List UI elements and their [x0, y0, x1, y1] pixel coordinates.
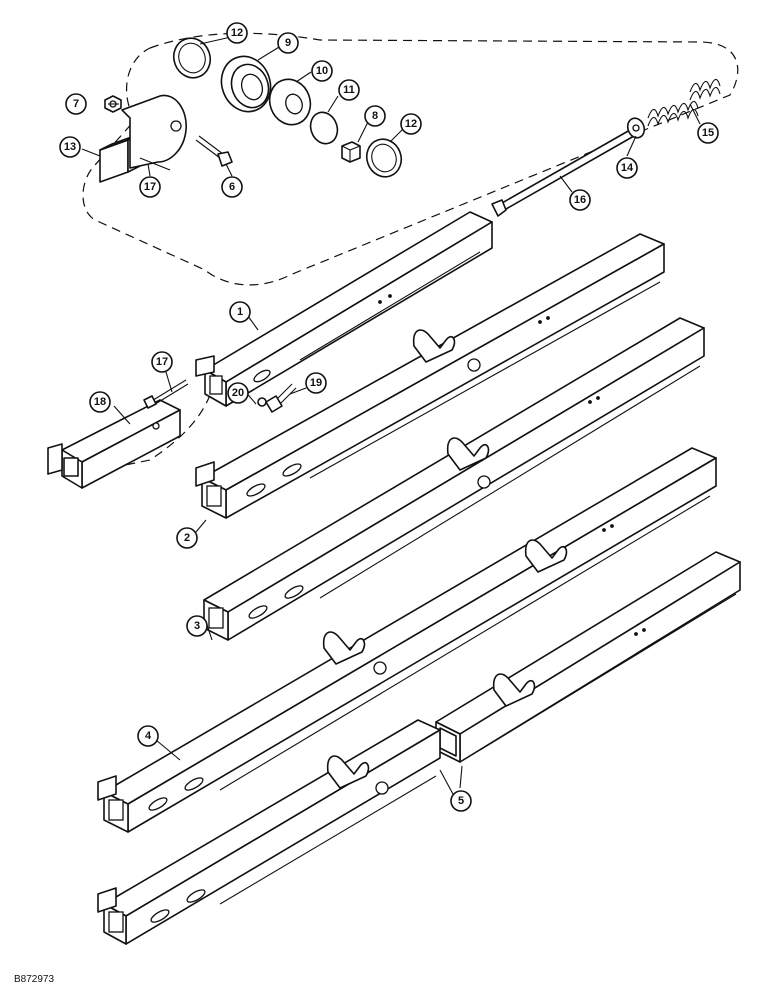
- callout-20: 19: [305, 372, 327, 394]
- svg-text:9: 9: [285, 37, 291, 49]
- svg-text:1: 1: [237, 306, 243, 318]
- frame-tube: [203, 317, 705, 641]
- hitch-adapter-bracket: [47, 399, 181, 489]
- callout-9: 9: [277, 32, 299, 54]
- callout-16: 16: [569, 189, 591, 211]
- svg-text:17: 17: [144, 181, 156, 193]
- callout-3: 3: [186, 615, 208, 637]
- svg-text:4: 4: [145, 730, 152, 742]
- callout-7: 7: [65, 93, 87, 115]
- adjusting-rod: [491, 129, 635, 217]
- svg-text:13: 13: [64, 141, 76, 153]
- callout-2: 2: [176, 527, 198, 549]
- callout-4: 4: [137, 725, 159, 747]
- svg-text:16: 16: [574, 194, 586, 206]
- svg-text:15: 15: [702, 127, 714, 139]
- callout-8: 8: [364, 105, 386, 127]
- frame-tube: [97, 447, 717, 833]
- svg-text:5: 5: [458, 795, 464, 807]
- svg-text:6: 6: [229, 181, 235, 193]
- callout-12-right: 12: [400, 113, 422, 135]
- idler-bracket: [99, 94, 187, 183]
- washer: [626, 117, 646, 139]
- callout-1: 1: [229, 301, 251, 323]
- svg-text:7: 7: [73, 98, 79, 110]
- frame-tube-rear-section: [435, 551, 741, 763]
- frame-tube: [195, 233, 665, 519]
- callout-15: 15: [697, 122, 719, 144]
- dust-cover-plate: [365, 138, 403, 178]
- bolt: [195, 135, 233, 167]
- figure-reference-code: B872973: [14, 974, 54, 985]
- svg-text:12: 12: [405, 118, 417, 130]
- callout-11: 11: [338, 79, 360, 101]
- adapter-alignment-line: [99, 394, 211, 471]
- roll-pin: [139, 157, 171, 171]
- assembly-group-outline: [82, 32, 739, 286]
- callout-18: 17: [151, 351, 173, 373]
- hex-bolt: [143, 379, 189, 409]
- callout-13: 13: [59, 136, 81, 158]
- cap-screw: [265, 383, 297, 413]
- idler-sprocket: [220, 55, 272, 113]
- svg-text:19: 19: [310, 377, 322, 389]
- tension-spring: [647, 78, 721, 127]
- dust-cover-plate: [172, 37, 212, 79]
- svg-text:8: 8: [372, 110, 378, 122]
- idler-hub: [268, 78, 312, 126]
- svg-text:3: 3: [194, 620, 200, 632]
- frame-tube-front-section: [97, 719, 441, 945]
- snap-ring: [309, 111, 339, 145]
- svg-text:20: 20: [232, 387, 244, 399]
- svg-text:11: 11: [343, 84, 355, 96]
- callout-12-left: 12: [226, 22, 248, 44]
- svg-text:12: 12: [231, 27, 243, 39]
- frame-tube: [195, 211, 493, 407]
- callout-6: 6: [221, 176, 243, 198]
- svg-text:2: 2: [184, 532, 190, 544]
- callout-17: 17: [139, 176, 161, 198]
- callout-5: 5: [450, 790, 472, 812]
- svg-text:10: 10: [316, 65, 328, 77]
- svg-text:18: 18: [94, 396, 106, 408]
- callout-14: 14: [616, 157, 638, 179]
- callout-21: 20: [227, 382, 249, 404]
- bearing-block: [341, 141, 361, 163]
- svg-text:14: 14: [621, 162, 634, 174]
- svg-text:17: 17: [156, 356, 168, 368]
- lock-washer: [257, 397, 267, 407]
- callout-10: 10: [311, 60, 333, 82]
- callout-19: 18: [89, 391, 111, 413]
